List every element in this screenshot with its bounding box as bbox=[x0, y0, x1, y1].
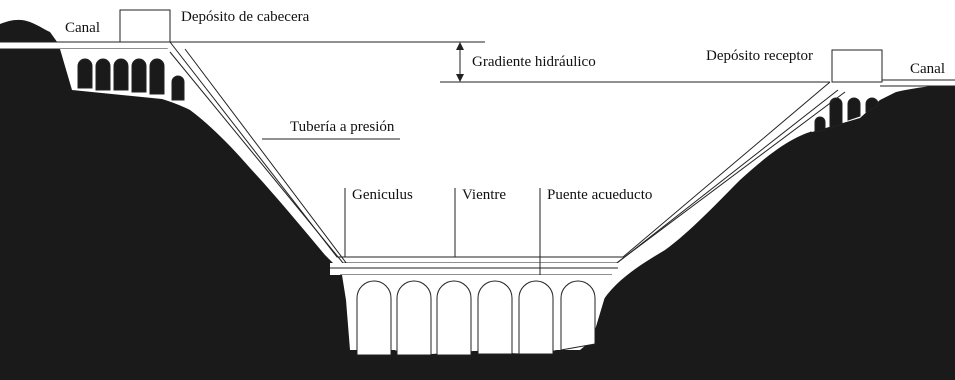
aqueduct-bridge-arches bbox=[342, 275, 612, 356]
gradient-arrowhead-down bbox=[456, 74, 464, 82]
canal-right-channel bbox=[880, 80, 955, 86]
pressure-pipe-line-a bbox=[169, 41, 831, 258]
left-arcade bbox=[60, 49, 210, 101]
label-canal-right: Canal bbox=[910, 61, 945, 77]
label-hydraulic-gradient: Gradiente hidráulico bbox=[472, 54, 596, 70]
label-canal-left: Canal bbox=[65, 20, 100, 36]
label-venter: Vientre bbox=[462, 187, 507, 203]
aqueduct-bridge-deck bbox=[330, 263, 620, 275]
canal-left-channel bbox=[0, 42, 170, 49]
label-geniculus: Geniculus bbox=[352, 187, 413, 203]
receiving-tank bbox=[831, 49, 883, 83]
label-pressure-pipe: Tubería a presión bbox=[290, 119, 395, 135]
label-aqueduct-bridge: Puente acueducto bbox=[547, 187, 653, 203]
header-tank bbox=[119, 9, 171, 43]
pressure-pipe-outer bbox=[167, 43, 838, 264]
terrain bbox=[0, 19, 955, 380]
label-header-tank: Depósito de cabecera bbox=[181, 9, 310, 25]
label-receiving-tank: Depósito receptor bbox=[706, 48, 814, 64]
right-arcade bbox=[808, 90, 900, 133]
gradient-arrowhead-up bbox=[456, 42, 464, 50]
